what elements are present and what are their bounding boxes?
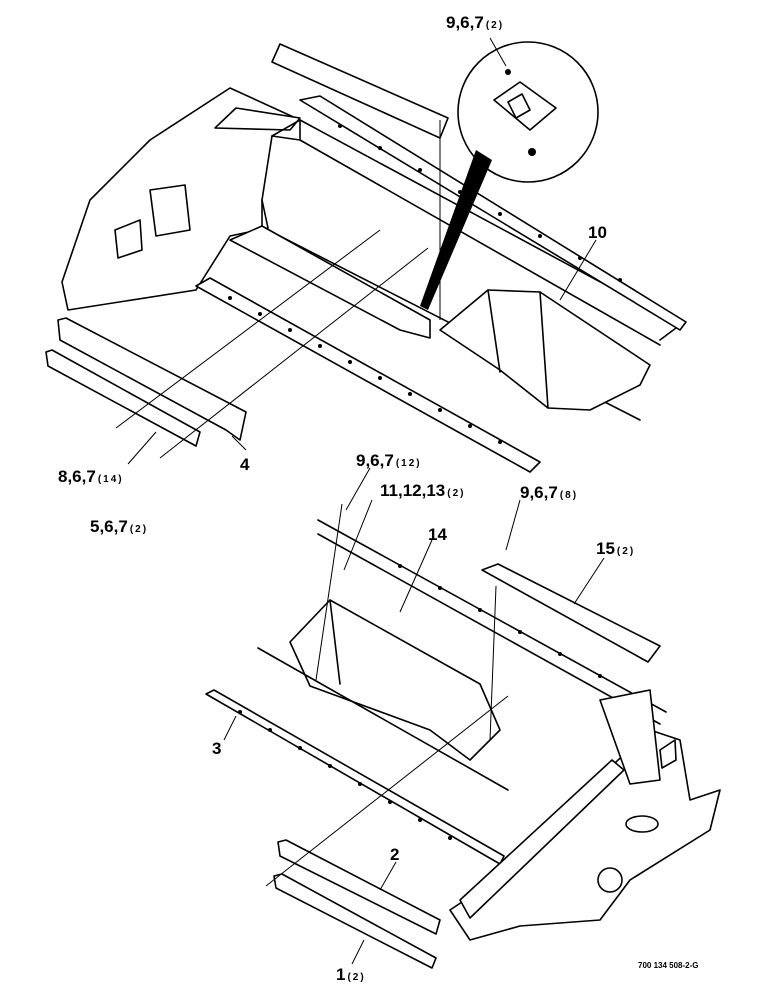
upper-header-assembly — [45, 41, 687, 473]
strip-8 — [45, 349, 201, 447]
callout-8-6-7: 8,6,7(14) — [58, 468, 124, 485]
lower-rail-holes — [238, 564, 602, 840]
callout-label: 9,6,7 — [356, 451, 394, 470]
callout-5-6-7: 5,6,7(2) — [90, 518, 148, 535]
top-back-rail — [299, 95, 687, 331]
angle-4 — [57, 317, 247, 441]
callout-leaders — [127, 37, 605, 965]
callout-qty: (14) — [97, 474, 124, 485]
callout-label: 4 — [240, 455, 250, 474]
callout-label: 11,12,13 — [380, 481, 446, 500]
callout-14: 14 — [428, 526, 449, 543]
drawing-number: 700 134 508-2-G — [638, 961, 699, 970]
callout-10: 10 — [588, 224, 609, 241]
callout-qty: (2) — [347, 972, 366, 983]
callout-label: 8,6,7 — [58, 467, 96, 486]
callout-label: 9,6,7 — [446, 13, 484, 32]
callout-qty: (12) — [395, 458, 422, 469]
callout-qty: (2) — [129, 524, 149, 535]
callout-label: 3 — [212, 739, 222, 758]
callout-label: 10 — [588, 223, 607, 242]
upper-rail-holes — [228, 124, 622, 444]
callout-3: 3 — [212, 740, 223, 757]
callout-9-6-7-8: 9,6,7(8) — [520, 484, 578, 501]
callout-qty: (2) — [485, 20, 505, 31]
callout-label: 9,6,7 — [520, 483, 558, 502]
callout-2: 2 — [390, 846, 401, 863]
callout-9-6-7-detail: 9,6,7(2) — [446, 14, 504, 31]
callout-qty: (2) — [616, 546, 636, 557]
callout-label: 5,6,7 — [90, 517, 128, 536]
cover-plate-15 — [481, 563, 661, 663]
lower-header-assembly — [205, 503, 721, 969]
callout-label: 1 — [336, 965, 346, 984]
right-end-frame — [449, 729, 721, 941]
callout-qty: (8) — [559, 490, 579, 501]
back-wall — [271, 119, 681, 341]
callout-label: 15 — [596, 539, 615, 558]
strip-2 — [277, 839, 441, 935]
pan-10 — [439, 289, 651, 411]
callout-label: 2 — [390, 845, 400, 864]
floor-sheet — [229, 225, 431, 339]
callout-9-6-7-12: 9,6,7(12) — [356, 452, 422, 469]
front-floor-rail — [195, 277, 541, 473]
callout-4: 4 — [240, 456, 251, 473]
callout-label: 14 — [428, 525, 447, 544]
callout-qty: (2) — [447, 488, 466, 499]
callout-15: 15(2) — [596, 540, 635, 557]
callout-1: 1(2) — [336, 966, 366, 983]
callout-11-12-13: 11,12,13(2) — [380, 482, 465, 499]
rail-3 — [205, 689, 505, 865]
pan-14 — [289, 599, 501, 761]
